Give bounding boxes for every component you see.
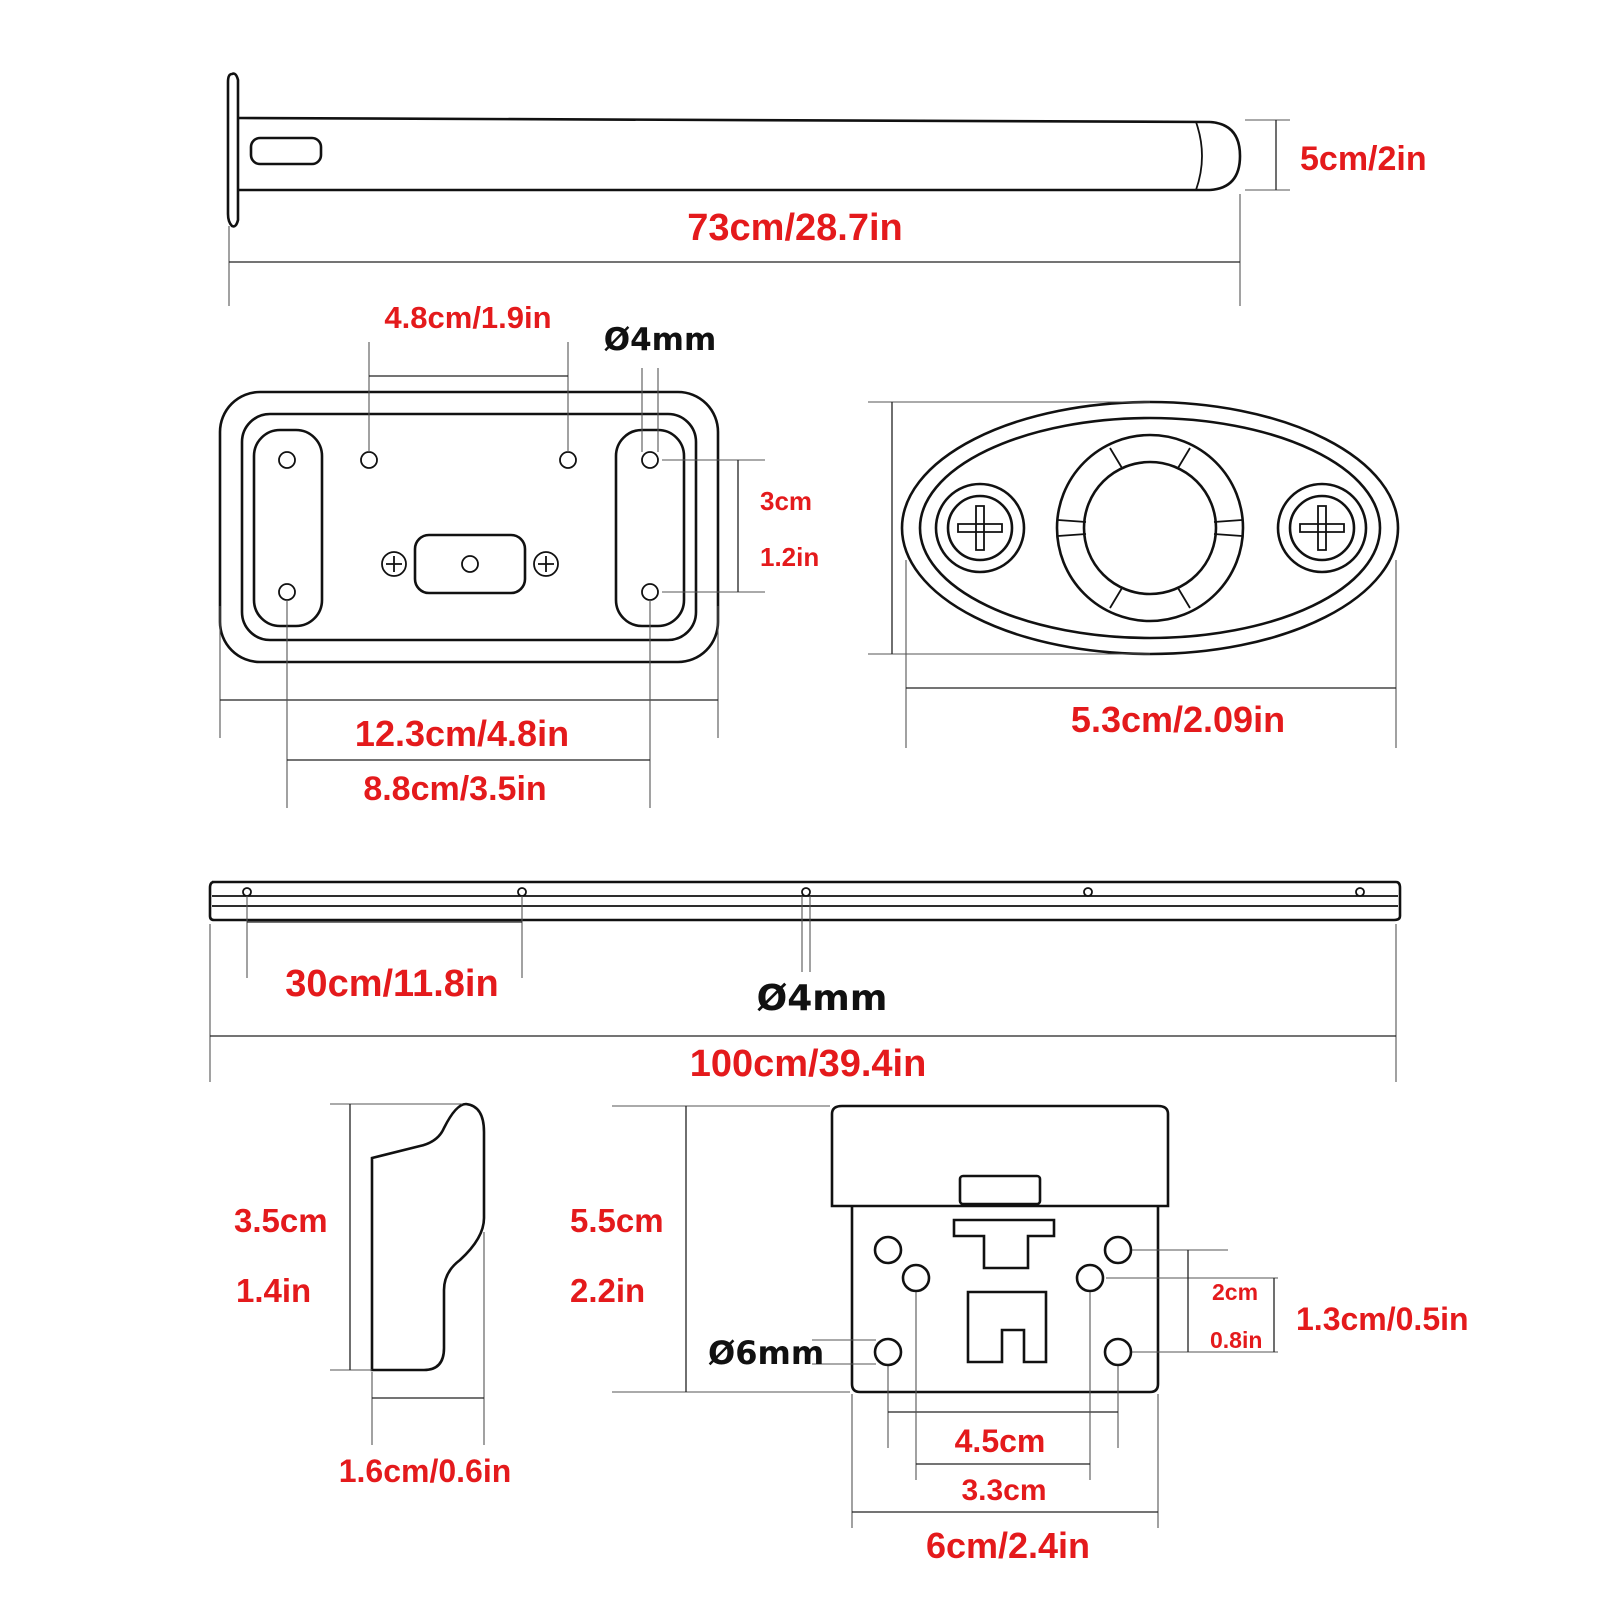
rail-hole-diameter-label: Ø4mm <box>757 978 888 1019</box>
bracket-hole-pitch-in: 0.8in <box>1210 1327 1262 1353</box>
rail-length-label: 100cm/39.4in <box>690 1043 927 1085</box>
bracket-hole-pitch-cm: 2cm <box>1212 1279 1258 1305</box>
oval-mount-drawing <box>868 400 1400 748</box>
tube-diameter-label: 5cm/2in <box>1300 140 1427 178</box>
plate-vertical-spacing-in: 1.2in <box>760 542 819 572</box>
bracket-width-label: 6cm/2.4in <box>926 1525 1090 1566</box>
bracket-hole-offset-label: 1.3cm/0.5in <box>1296 1301 1469 1337</box>
base-plate-drawing <box>218 342 765 808</box>
tube-drawing <box>226 72 1290 306</box>
end-cap-depth-label: 1.6cm/0.6in <box>339 1453 512 1489</box>
bracket-drawing <box>612 1104 1278 1528</box>
plate-vertical-spacing-cm: 3cm <box>760 486 812 516</box>
plate-hole-spacing-label: 4.8cm/1.9in <box>384 300 551 335</box>
bracket-outer-spacing-label: 4.5cm <box>955 1423 1046 1459</box>
bracket-inner-spacing-label: 3.3cm <box>961 1474 1046 1507</box>
plate-slot-spacing-label: 8.8cm/3.5in <box>363 770 546 808</box>
rail-hole-spacing-label: 30cm/11.8in <box>285 963 498 1005</box>
plate-hole-diameter-label: Ø4mm <box>604 322 717 358</box>
end-cap-height-in: 1.4in <box>236 1272 311 1309</box>
bracket-hole-diameter-label: Ø6mm <box>708 1334 824 1372</box>
end-cap-height-cm: 3.5cm <box>234 1202 328 1239</box>
bracket-height-cm: 5.5cm <box>570 1202 664 1239</box>
oval-width-label: 5.3cm/2.09in <box>1071 699 1285 740</box>
rail-drawing <box>208 880 1402 1082</box>
end-cap-drawing <box>330 1102 486 1445</box>
tube-length-label: 73cm/28.7in <box>687 207 902 249</box>
plate-width-label: 12.3cm/4.8in <box>355 713 569 754</box>
bracket-height-in: 2.2in <box>570 1272 645 1309</box>
